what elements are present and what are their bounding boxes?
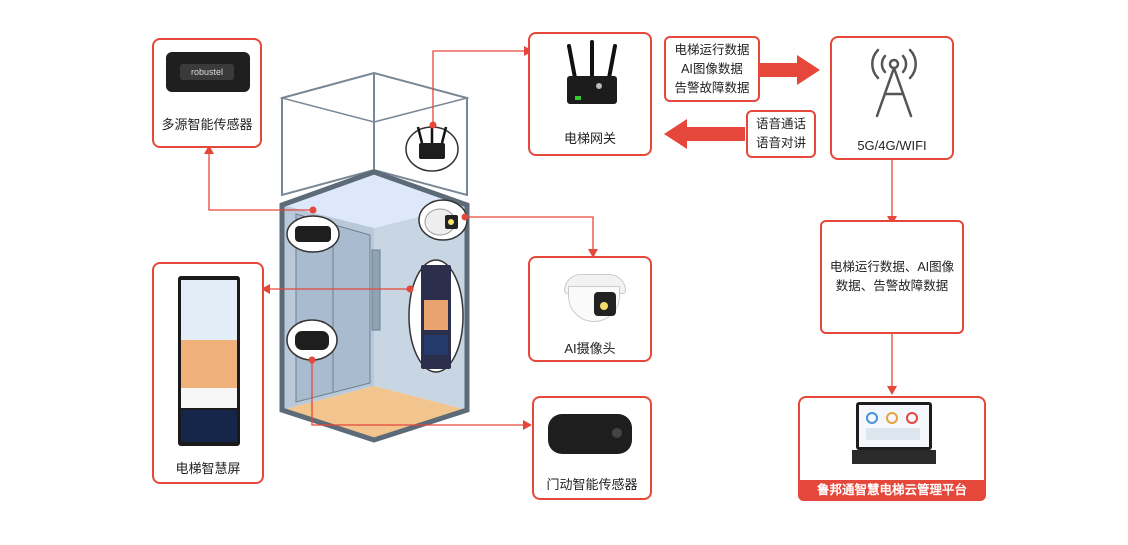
downlink-item: 语音对讲 (755, 136, 806, 150)
connector-lines (208, 50, 893, 426)
node-network: 5G/4G/WIFI (830, 36, 954, 160)
camera-icon (564, 274, 626, 322)
uplink-data-box: 电梯运行数据 AI图像数据 告警故障数据 (664, 36, 760, 102)
elevator-shaft (279, 71, 470, 197)
node-door-sensor: 门动智能传感器 (532, 396, 652, 500)
downlink-item: 语音通话 (755, 117, 806, 131)
downlink-arrow (664, 119, 745, 149)
node-ai-camera: AI摄像头 (528, 256, 652, 362)
screen-device-image (178, 276, 240, 446)
tower-icon (871, 48, 917, 118)
uplink-item: 告警故障数据 (674, 80, 750, 95)
node-label: 门动智能传感器 (546, 477, 638, 492)
uplink-arrow (760, 55, 820, 85)
platform-label: 鲁邦通智慧电梯云管理平台 (798, 480, 986, 501)
connector-dots (308, 121, 469, 364)
cloud-data-box: 电梯运行数据、AI图像 数据、告警故障数据 (820, 220, 964, 334)
node-label: 电梯网关 (563, 131, 616, 146)
cloud-item: 电梯运行数据、AI图像 (829, 260, 955, 274)
connector-arrowheads (204, 46, 897, 430)
node-elevator-gateway: 电梯网关 (528, 32, 652, 156)
node-multi-source-sensor: robustel 多源智能传感器 (152, 38, 262, 148)
node-label: AI摄像头 (564, 341, 616, 356)
door-sensor-image (548, 414, 632, 454)
node-smart-screen: 电梯智慧屏 (152, 262, 264, 484)
downlink-voice-box: 语音通话 语音对讲 (746, 110, 816, 158)
sensor-device-image: robustel (166, 52, 250, 92)
node-label: 5G/4G/WIFI (857, 138, 927, 153)
node-label: 电梯智慧屏 (175, 461, 241, 476)
laptop-image (852, 402, 936, 472)
router-icon (567, 40, 617, 104)
robustel-logo: robustel (180, 64, 234, 80)
in-car-devices (286, 124, 468, 373)
node-label: 多源智能传感器 (161, 117, 253, 132)
uplink-item: 电梯运行数据 (674, 42, 750, 57)
uplink-item: AI图像数据 (681, 61, 743, 76)
cloud-item: 数据、告警故障数据 (835, 279, 949, 293)
